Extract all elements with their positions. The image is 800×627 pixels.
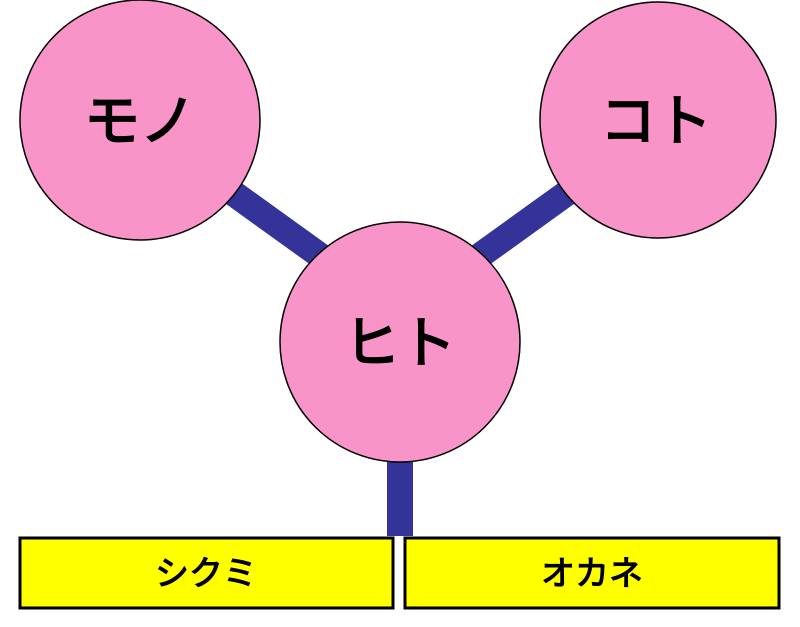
- node-mono-circle: [19, 0, 261, 241]
- box-shikumi-label: シクミ: [155, 554, 257, 594]
- node-mono-label: モノ: [84, 90, 196, 155]
- box-okane-label: オカネ: [541, 554, 643, 594]
- node-hito-circle: [279, 221, 521, 463]
- node-koto-circle: [539, 1, 777, 239]
- node-hito-label: ヒト: [344, 312, 456, 377]
- box-shikumi: シクミ: [18, 536, 395, 610]
- box-okane: オカネ: [403, 536, 781, 610]
- node-mono: モノ: [19, 0, 261, 241]
- node-koto-label: コト: [600, 90, 712, 155]
- node-hito: ヒト: [279, 221, 521, 463]
- node-koto: コト: [539, 1, 777, 239]
- box-okane-rect: [403, 536, 781, 610]
- box-shikumi-rect: [18, 536, 395, 610]
